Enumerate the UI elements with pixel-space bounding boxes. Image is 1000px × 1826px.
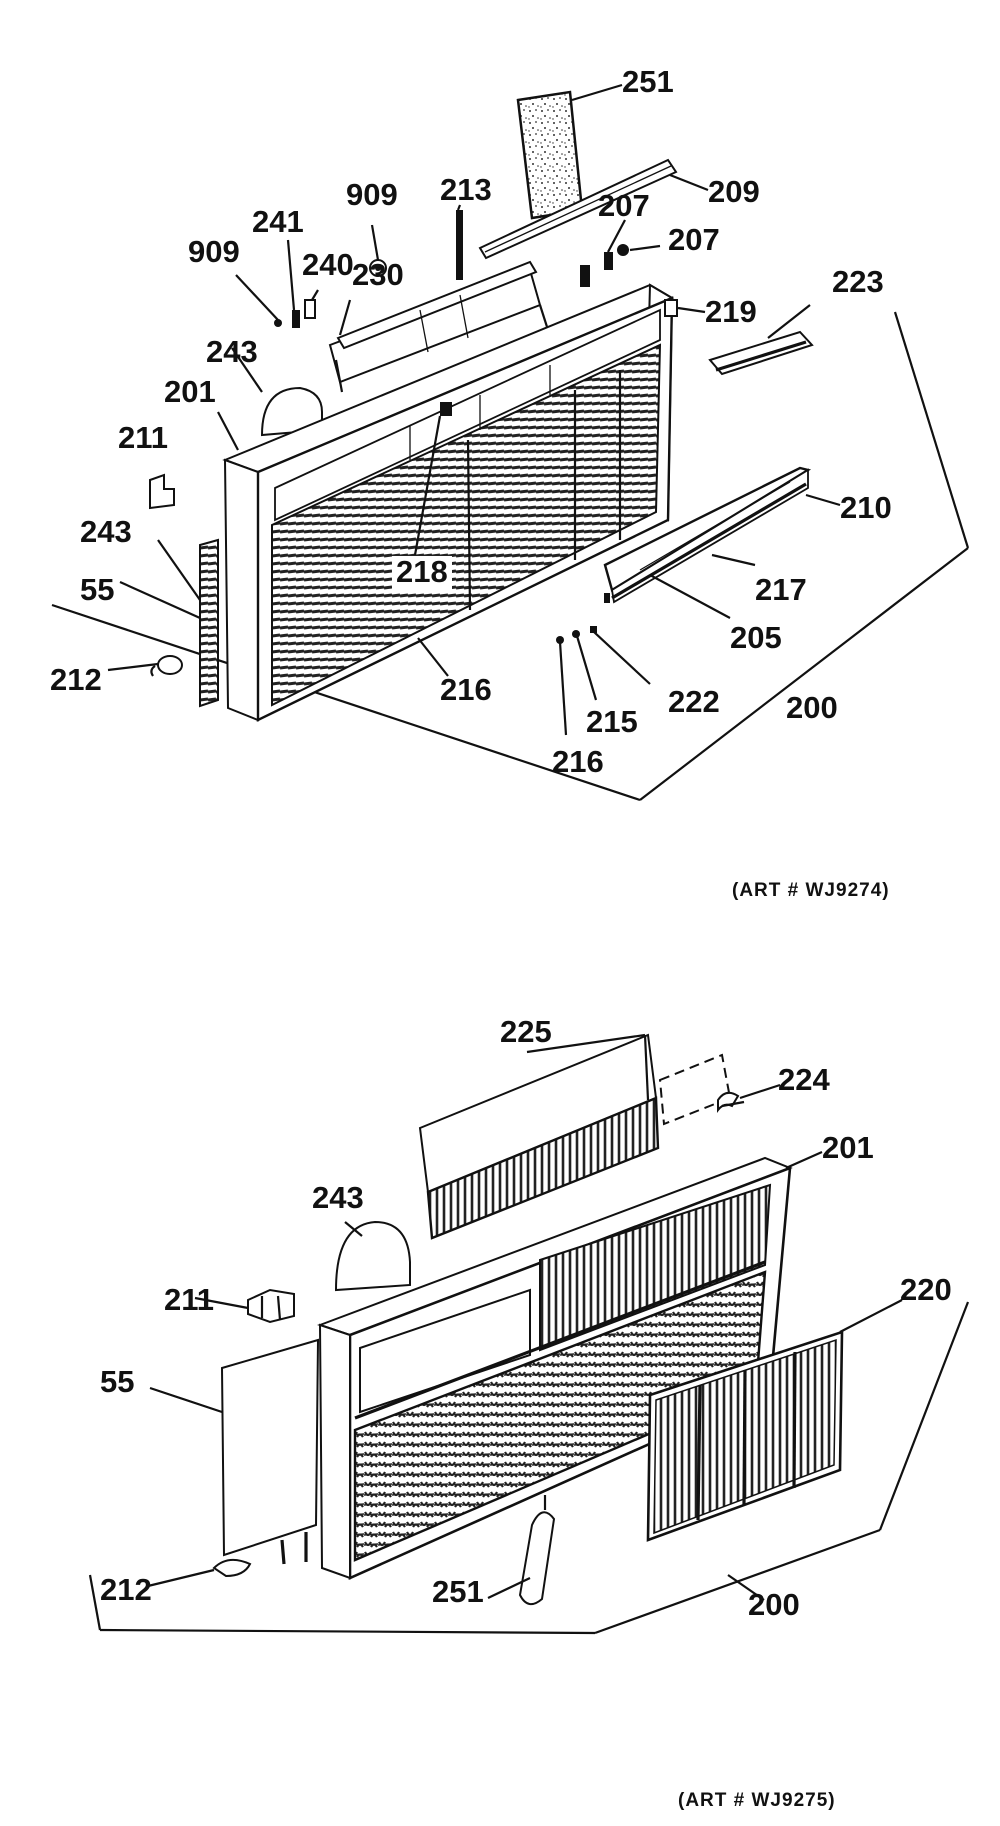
label-200: 200 <box>786 690 838 725</box>
label-240: 240 <box>302 247 354 282</box>
bottom-part-211-clip <box>247 1288 295 1324</box>
top-leader-lines <box>107 83 841 736</box>
top-art-number: (ART # WJ9274) <box>732 880 890 901</box>
top-part-207-screws <box>580 244 629 287</box>
top-part-243-dome <box>260 386 323 437</box>
label-205: 205 <box>730 620 782 655</box>
label-211: 211 <box>118 420 168 455</box>
top-exploded-view: 251 909 213 209 207 207 241 909 240 230 … <box>50 64 970 802</box>
label-909: 909 <box>346 177 398 212</box>
top-part-205-deflector <box>603 466 812 604</box>
bottom-part-labels: 225 224 201 243 211 220 55 212 251 200 <box>100 1014 952 1622</box>
top-small-screws-215-216-222 <box>556 626 597 644</box>
label-201: 201 <box>164 374 216 409</box>
label-251: 251 <box>432 1574 484 1609</box>
top-part-209-rod <box>478 158 678 260</box>
label-212: 212 <box>50 662 102 697</box>
top-part-55-side-grille <box>199 538 219 708</box>
label-215: 215 <box>586 704 638 739</box>
bottom-part-212-bracket <box>212 1532 308 1578</box>
label-218: 218 <box>396 554 448 589</box>
label-55: 55 <box>100 1364 134 1399</box>
label-225: 225 <box>500 1014 552 1049</box>
top-part-211-clip <box>149 473 175 510</box>
top-base-outline <box>51 311 970 802</box>
bottom-part-55-side-panel <box>220 1338 320 1557</box>
bottom-part-225-panel <box>418 1033 732 1240</box>
label-909: 909 <box>188 234 240 269</box>
label-220: 220 <box>900 1272 952 1307</box>
bottom-art-number: (ART # WJ9275) <box>678 1790 836 1811</box>
top-part-labels: 251 909 213 209 207 207 241 909 240 230 … <box>50 64 892 779</box>
label-207: 207 <box>598 188 650 223</box>
label-217: 217 <box>755 572 807 607</box>
label-219: 219 <box>705 294 757 329</box>
bottom-exploded-view: 225 224 201 243 211 220 55 212 251 200 <box>88 1014 970 1635</box>
label-211: 211 <box>164 1282 214 1317</box>
top-part-223-handle <box>708 330 814 376</box>
bottom-part-251-pad <box>518 1495 556 1606</box>
label-223: 223 <box>832 264 884 299</box>
top-part-213-screw <box>456 210 463 280</box>
top-part-251-filter <box>516 90 584 220</box>
label-243: 243 <box>206 334 258 369</box>
label-216: 216 <box>440 672 492 707</box>
label-55: 55 <box>80 572 114 607</box>
label-209: 209 <box>708 174 760 209</box>
label-224: 224 <box>778 1062 830 1097</box>
label-216: 216 <box>552 744 604 779</box>
bottom-part-243-dome <box>334 1220 411 1292</box>
top-part-212-connector <box>150 655 183 677</box>
label-212: 212 <box>100 1572 152 1607</box>
label-200: 200 <box>748 1587 800 1622</box>
label-251: 251 <box>622 64 674 99</box>
bottom-leader-lines <box>147 1033 903 1601</box>
label-243: 243 <box>312 1180 364 1215</box>
bottom-part-224-clip <box>717 1091 745 1113</box>
bottom-part-220-grille <box>646 1330 844 1542</box>
label-213: 213 <box>440 172 492 207</box>
top-part-201-front-panel <box>222 283 675 722</box>
label-201: 201 <box>822 1130 874 1165</box>
label-207: 207 <box>668 222 720 257</box>
top-part-230-frame <box>328 260 550 393</box>
label-230: 230 <box>352 257 404 292</box>
label-210: 210 <box>840 490 892 525</box>
label-222: 222 <box>668 684 720 719</box>
top-part-219-bracket <box>664 299 678 317</box>
label-241: 241 <box>252 204 304 239</box>
label-243: 243 <box>80 514 132 549</box>
